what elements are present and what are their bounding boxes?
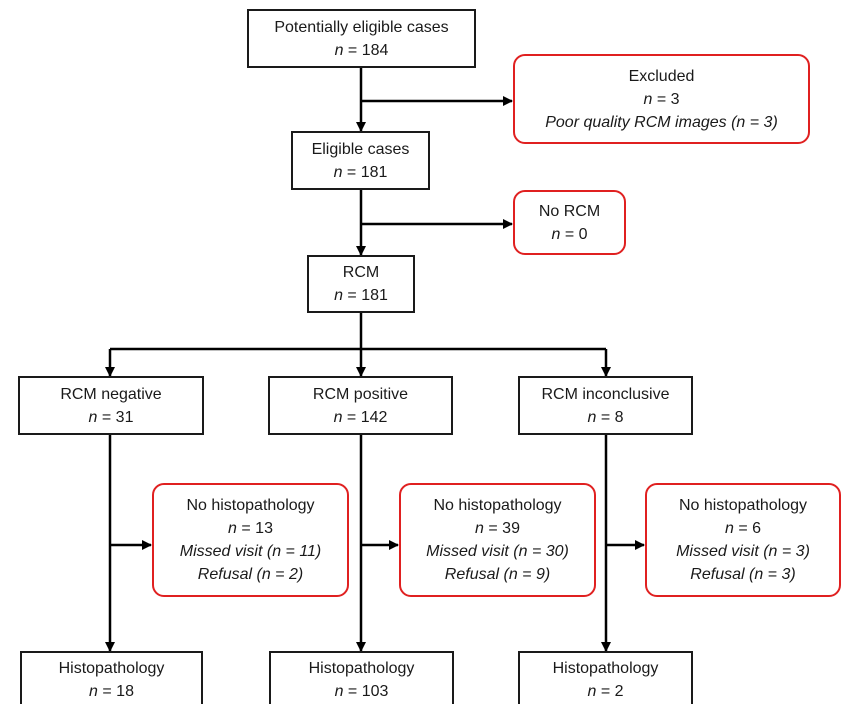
box-count: n = 184 bbox=[334, 41, 389, 59]
box-count: n = 13 bbox=[228, 520, 273, 537]
missed-visit-count: Missed visit (n = 30) bbox=[426, 543, 569, 560]
box-count: n = 8 bbox=[587, 408, 624, 426]
no-rcm-box: No RCM n = 0 bbox=[513, 190, 626, 255]
refusal-count: Refusal (n = 9) bbox=[444, 566, 551, 583]
box-count: n = 31 bbox=[88, 408, 134, 426]
box-count: n = 181 bbox=[333, 163, 388, 181]
no-histopathology-positive-box: No histopathology n = 39 Missed visit (n… bbox=[399, 483, 596, 597]
potentially-eligible-box: Potentially eligible cases n = 184 bbox=[247, 9, 476, 68]
rcm-negative-box: RCM negative n = 31 bbox=[18, 376, 204, 435]
box-title: No RCM bbox=[538, 202, 601, 220]
refusal-count: Refusal (n = 3) bbox=[690, 566, 796, 583]
box-title: RCM negative bbox=[60, 385, 162, 403]
box-count: n = 142 bbox=[333, 408, 388, 426]
rcm-inconclusive-box: RCM inconclusive n = 8 bbox=[518, 376, 693, 435]
box-title: Eligible cases bbox=[311, 140, 410, 158]
no-histopathology-inconclusive-box: No histopathology n = 6 Missed visit (n … bbox=[645, 483, 841, 597]
box-title: Potentially eligible cases bbox=[274, 18, 449, 36]
box-count: n = 0 bbox=[551, 225, 588, 243]
box-title: No histopathology bbox=[186, 497, 315, 514]
missed-visit-count: Missed visit (n = 3) bbox=[676, 543, 810, 560]
box-count: n = 3 bbox=[643, 90, 680, 108]
histopathology-inconclusive-box: Histopathology n = 2 bbox=[518, 651, 693, 704]
exclusion-reason: Poor quality RCM images (n = 3) bbox=[545, 113, 778, 131]
box-count: n = 181 bbox=[334, 287, 388, 304]
box-title: Histopathology bbox=[552, 660, 659, 677]
box-count: n = 39 bbox=[475, 520, 520, 537]
histopathology-positive-box: Histopathology n = 103 bbox=[269, 651, 454, 704]
box-title: Histopathology bbox=[58, 660, 165, 677]
box-title: No histopathology bbox=[433, 497, 562, 514]
box-title: No histopathology bbox=[678, 497, 808, 514]
box-title: RCM inconclusive bbox=[541, 385, 670, 403]
box-title: RCM positive bbox=[312, 385, 409, 403]
box-count: n = 2 bbox=[587, 683, 624, 700]
missed-visit-count: Missed visit (n = 11) bbox=[179, 543, 322, 560]
box-title: RCM bbox=[342, 264, 380, 281]
box-title: Excluded bbox=[628, 67, 695, 85]
refusal-count: Refusal (n = 2) bbox=[197, 566, 304, 583]
excluded-box: Excluded n = 3 Poor quality RCM images (… bbox=[513, 54, 810, 144]
eligible-cases-box: Eligible cases n = 181 bbox=[291, 131, 430, 190]
box-count: n = 103 bbox=[334, 683, 389, 700]
rcm-positive-box: RCM positive n = 142 bbox=[268, 376, 453, 435]
box-title: Histopathology bbox=[308, 660, 415, 677]
box-count: n = 6 bbox=[724, 520, 762, 537]
box-count: n = 18 bbox=[89, 683, 134, 700]
rcm-box: RCM n = 181 bbox=[307, 255, 415, 313]
histopathology-negative-box: Histopathology n = 18 bbox=[20, 651, 203, 704]
no-histopathology-negative-box: No histopathology n = 13 Missed visit (n… bbox=[152, 483, 349, 597]
